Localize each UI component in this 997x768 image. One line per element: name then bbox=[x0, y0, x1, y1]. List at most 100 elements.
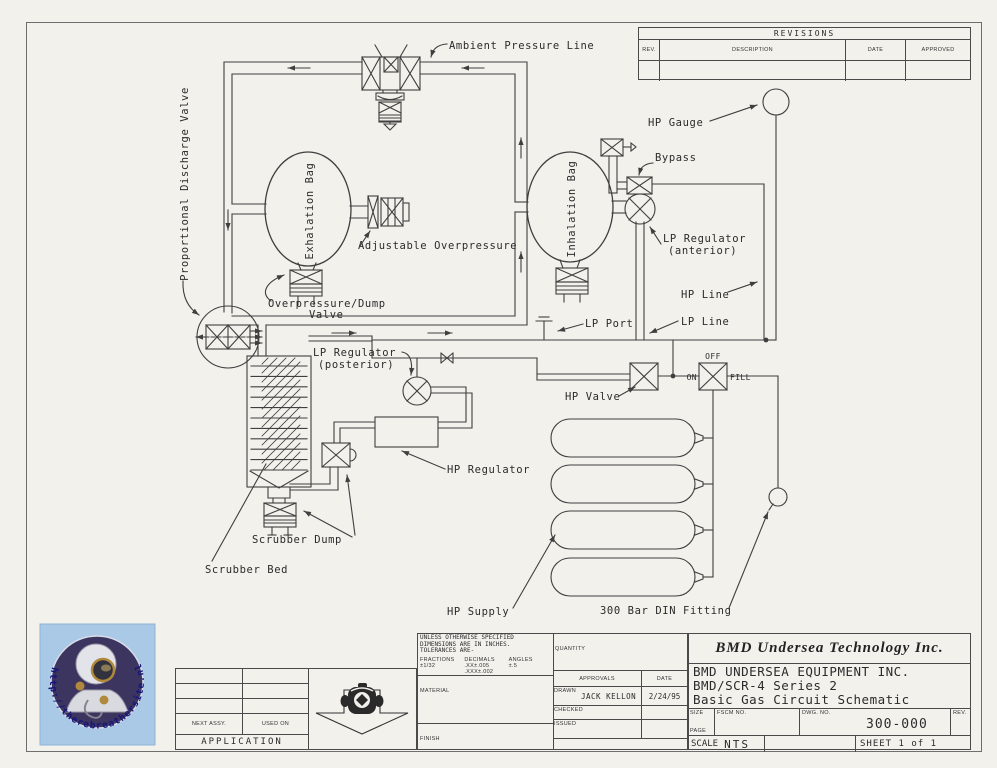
bypass-valve-symbol bbox=[616, 176, 653, 195]
decimals-value-2: .XXX±.002 bbox=[464, 668, 494, 675]
fractions-value: ±1/32 bbox=[420, 662, 436, 669]
drawn-date: 2/24/95 bbox=[648, 691, 681, 701]
label-din-fitting: 300 Bar DIN Fitting bbox=[600, 605, 732, 617]
label-hp-line: HP Line bbox=[681, 289, 729, 301]
label-hp-regulator: HP Regulator bbox=[447, 464, 530, 476]
leader-proportional-discharge bbox=[182, 280, 200, 316]
arrowhead bbox=[255, 328, 262, 334]
label-lp-regulator-anterior-2: (anterior) bbox=[668, 245, 737, 257]
ambient-pressure-valve-symbol bbox=[361, 44, 421, 131]
arrowhead bbox=[345, 475, 351, 483]
application-table: NEXT ASSY. USED ON APPLICATION bbox=[176, 669, 309, 749]
leader-scrubber-dump-1 bbox=[346, 474, 356, 536]
revisions-empty-row bbox=[639, 60, 970, 81]
revisions-table: REVISIONS REV. DESCRIPTION DATE APPROVED bbox=[638, 27, 971, 81]
sheet-border-frame bbox=[26, 22, 982, 752]
tolerance-section: UNLESS OTHERWISE SPECIFIED DIMENSIONS AR… bbox=[418, 634, 554, 749]
title-block-empty-cell bbox=[765, 736, 856, 752]
revisions-col-description: DESCRIPTION bbox=[660, 40, 846, 60]
label-overpressure-dump-1: Overpressure/Dump bbox=[268, 298, 386, 310]
arrowhead bbox=[255, 334, 262, 340]
diving-helmet-illustration bbox=[65, 643, 129, 719]
arrowhead bbox=[430, 49, 436, 57]
drawn-name: JACK KELLON bbox=[581, 692, 637, 701]
label-proportional-discharge-valve: Proportional Discharge Valve bbox=[179, 87, 191, 281]
label-lp-regulator-posterior-1: LP Regulator bbox=[313, 347, 396, 359]
fscm-label: FSCM NO. bbox=[717, 710, 747, 716]
angles-label: ANGLES bbox=[508, 656, 533, 663]
exhalation-bag-stubs bbox=[297, 205, 369, 271]
label-overpressure-dump-2: Valve bbox=[309, 309, 344, 321]
scrubber-assembly bbox=[246, 355, 312, 536]
inhalation-bag bbox=[526, 151, 614, 263]
approvals-date-label: DATE bbox=[656, 675, 673, 682]
leader-hp-supply bbox=[512, 534, 556, 609]
inhalation-bag-stubs bbox=[559, 200, 627, 269]
hp-line-pipes bbox=[635, 183, 777, 341]
dwg-number: 300-000 bbox=[866, 717, 928, 732]
scrubber-dump-valve-symbol bbox=[289, 442, 357, 491]
arrowhead bbox=[304, 511, 312, 517]
stem-valve-symbol bbox=[600, 138, 637, 194]
inline-check-valve-symbol bbox=[440, 352, 454, 364]
quantity-label: QUANTITY bbox=[555, 646, 586, 652]
arrowhead bbox=[445, 330, 452, 336]
label-off: OFF bbox=[705, 352, 721, 361]
checked-label: CHECKED bbox=[554, 707, 583, 713]
lp-regulator-anterior-symbol bbox=[624, 193, 656, 225]
angles-value: ±.5 bbox=[508, 662, 518, 669]
revisions-col-date: DATE bbox=[846, 40, 906, 60]
drawing-title-lines: BMD UNDERSEA EQUIPMENT INC. BMD/SCR-4 Se… bbox=[689, 664, 970, 709]
decimals-value-1: .XX±.005 bbox=[464, 662, 490, 669]
fractions-label: FRACTIONS bbox=[420, 656, 455, 663]
adjustable-overpressure-valve-symbol bbox=[367, 195, 410, 229]
label-inhalation-bag: Inhalation Bag bbox=[566, 161, 578, 258]
next-assy-label: NEXT ASSY. bbox=[176, 714, 243, 734]
tolerance-note-2: DIMENSIONS ARE IN INCHES. bbox=[420, 640, 511, 648]
arrowhead bbox=[255, 340, 262, 346]
arrowhead bbox=[191, 308, 199, 315]
scale-label: SCALE bbox=[691, 739, 719, 749]
decimals-label: DECIMALS bbox=[464, 656, 495, 663]
arrowhead bbox=[650, 327, 658, 333]
arrowhead bbox=[549, 535, 555, 543]
lp-regulator-posterior-symbol bbox=[402, 376, 473, 429]
arrowhead bbox=[288, 65, 295, 71]
leader-scrubber-bed bbox=[211, 463, 267, 562]
arrowhead bbox=[749, 104, 757, 110]
hp-cylinders bbox=[550, 389, 714, 597]
label-lp-line: LP Line bbox=[681, 316, 729, 328]
therebreathersite-logo[interactable]: http://therebreathersite.nl bbox=[39, 623, 156, 746]
revisions-title: REVISIONS bbox=[639, 28, 970, 40]
arrowhead bbox=[402, 451, 410, 457]
exhalation-bag bbox=[264, 151, 352, 267]
label-ambient-pressure-line: Ambient Pressure Line bbox=[449, 40, 594, 52]
label-lp-port: LP Port bbox=[585, 318, 633, 330]
fill-valve-symbol bbox=[698, 362, 779, 489]
title-line-1: BMD UNDERSEA EQUIPMENT INC. bbox=[693, 664, 910, 679]
label-hp-gauge: HP Gauge bbox=[648, 117, 703, 129]
lp-port-symbol bbox=[535, 316, 553, 341]
arrowhead bbox=[462, 65, 469, 71]
arrowhead bbox=[349, 330, 356, 336]
lp-distribution-line bbox=[308, 335, 777, 381]
leader-hp-gauge bbox=[709, 104, 758, 122]
sheet-number: SHEET 1 of 1 bbox=[860, 739, 938, 749]
title-line-2: BMD/SCR-4 Series 2 bbox=[693, 678, 838, 693]
inhalation-dump-valve-symbol bbox=[555, 267, 589, 303]
issued-label: ISSUED bbox=[554, 721, 577, 727]
approvals-label: APPROVALS bbox=[553, 671, 642, 686]
application-label: APPLICATION bbox=[201, 737, 283, 747]
label-lp-regulator-anterior-1: LP Regulator bbox=[663, 233, 746, 245]
arrowhead bbox=[762, 512, 768, 520]
label-bypass: Bypass bbox=[655, 152, 697, 164]
leader-din-fitting bbox=[728, 511, 769, 609]
page-label: PAGE bbox=[690, 728, 707, 734]
din-fitting-symbol bbox=[768, 487, 788, 511]
dwg-no-label: DWG. NO. bbox=[802, 710, 831, 716]
arrowhead bbox=[638, 167, 644, 175]
leader-hp-regulator bbox=[401, 450, 446, 470]
leader-scrubber-dump-2 bbox=[303, 510, 353, 538]
hp-regulator-symbol bbox=[333, 416, 439, 448]
